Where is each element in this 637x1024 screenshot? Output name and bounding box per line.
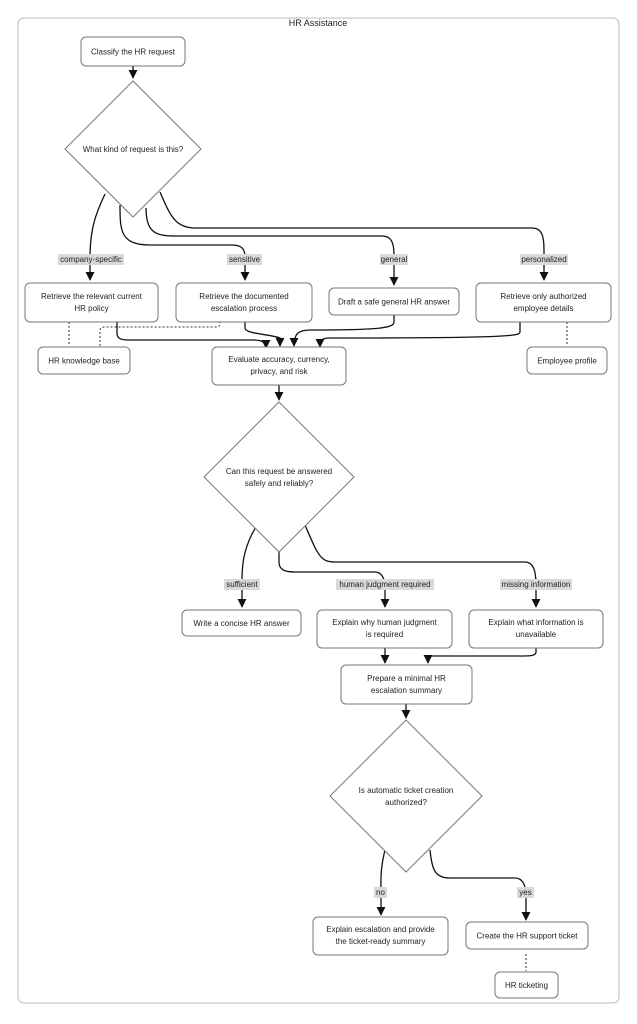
kb-escalation-link (99, 321, 221, 346)
label-bg-personalized (520, 254, 568, 265)
text-explain-escalation-1: Explain escalation and provide (326, 925, 435, 934)
text-explain-missing-2: unavailable (516, 630, 557, 639)
edge-general-to-evaluate (289, 315, 395, 347)
text-draft-general: Draft a safe general HR answer (338, 298, 450, 307)
edge-policy-to-evaluate (116, 322, 271, 349)
decision-kind (64, 80, 202, 218)
node-create-ticket (465, 921, 589, 950)
text-ticket-decision-2: authorized? (385, 798, 427, 807)
text-kb: HR knowledge base (48, 357, 120, 366)
node-evaluate (211, 346, 347, 386)
decision-ticket (329, 719, 483, 873)
text-retrieve-policy-1: Retrieve the relevant current (41, 292, 143, 301)
label-bg-sensitive (227, 254, 262, 265)
text-explain-judgment-1: Explain why human judgment (332, 618, 437, 627)
edge-label-no: no (376, 888, 385, 897)
label-bg-sufficient (224, 579, 260, 590)
node-retrieve-escalation (175, 282, 313, 323)
edge-employee-to-evaluate (315, 322, 521, 348)
node-explain-missing (468, 609, 604, 649)
edge-label-company-specific: company-specific (60, 255, 122, 264)
edge-labels: company-specific sensitive general perso… (58, 254, 572, 898)
edge-label-general: general (381, 255, 408, 264)
edge-kind-to-general (145, 207, 399, 286)
data-connections (68, 321, 568, 971)
edge-kind-to-sensitive (119, 204, 250, 281)
label-bg-human-judgment (336, 579, 434, 590)
node-profile (526, 346, 608, 375)
label-bg-missing-info (500, 579, 572, 590)
edge-label-personalized: personalized (521, 255, 566, 264)
text-retrieve-employee-2: employee details (513, 304, 573, 313)
text-classify: Classify the HR request (91, 48, 176, 57)
text-profile: Employee profile (537, 357, 597, 366)
decision-answer (203, 401, 355, 553)
node-classify (80, 36, 186, 67)
text-ticket-decision-1: Is automatic ticket creation (359, 786, 454, 795)
edge-kind-to-personalized (159, 191, 549, 281)
label-bg-company-specific (58, 254, 124, 265)
diagram-title: HR Assistance (289, 18, 348, 28)
text-answer-decision-2: safely and reliably? (245, 479, 314, 488)
text-write-answer: Write a concise HR answer (193, 619, 290, 628)
text-explain-escalation-2: the ticket-ready summary (336, 937, 426, 946)
node-labels: Classify the HR request What kind of req… (41, 48, 597, 991)
text-create-ticket: Create the HR support ticket (477, 932, 579, 941)
text-answer-decision-1: Can this request be answered (226, 467, 332, 476)
node-write-answer (181, 609, 302, 637)
edge-label-missing-info: missing information (502, 580, 571, 589)
edge-label-human-judgment: human judgment required (339, 580, 430, 589)
node-prepare-summary (340, 664, 473, 705)
text-evaluate-2: privacy, and risk (250, 367, 308, 376)
text-retrieve-escalation-1: Retrieve the documented (199, 292, 288, 301)
label-bg-general (380, 254, 408, 265)
edge-answer-to-missing-info (304, 524, 541, 608)
node-explain-escalation (312, 916, 449, 956)
text-explain-judgment-2: is required (366, 630, 403, 639)
text-prepare-summary-2: escalation summary (371, 686, 442, 695)
node-kb (37, 346, 131, 375)
node-retrieve-policy (24, 282, 159, 323)
text-evaluate-1: Evaluate accuracy, currency, (228, 355, 330, 364)
edge-label-sufficient: sufficient (226, 580, 258, 589)
text-explain-missing-1: Explain what information is (488, 618, 583, 627)
text-ticketing: HR ticketing (505, 981, 548, 990)
edge-label-sensitive: sensitive (229, 255, 261, 264)
text-retrieve-policy-2: HR policy (74, 304, 108, 313)
edge-escalation-to-evaluate (244, 322, 285, 347)
label-bg-no (374, 887, 387, 898)
node-draft-general (328, 287, 460, 316)
node-retrieve-employee (475, 282, 612, 323)
text-retrieve-escalation-2: escalation process (211, 304, 277, 313)
text-kind-decision: What kind of request is this? (83, 145, 184, 154)
text-prepare-summary-1: Prepare a minimal HR (367, 674, 446, 683)
node-ticketing (494, 971, 559, 999)
edge-label-yes: yes (519, 888, 531, 897)
text-retrieve-employee-1: Retrieve only authorized (500, 292, 586, 301)
nodes (24, 36, 612, 999)
node-explain-judgment (316, 609, 453, 649)
label-bg-yes (517, 887, 534, 898)
edge-missing-to-summary (423, 648, 537, 664)
